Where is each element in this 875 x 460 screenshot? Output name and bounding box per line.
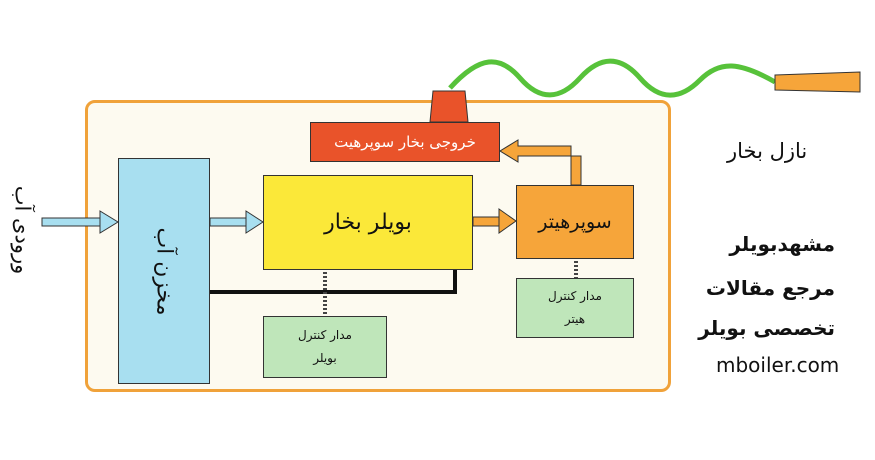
- outlet-cap-icon: [429, 90, 469, 123]
- brand-line-1: مشهدبویلر: [729, 232, 835, 256]
- inlet-arrow: [41, 210, 119, 234]
- water-inlet-label: ورودی آب: [10, 185, 34, 275]
- tank-boiler-return-line: [210, 270, 457, 294]
- super-heater: سوپرهیتر: [516, 185, 634, 259]
- boiler-control-line1: مدار کنترل: [298, 328, 352, 343]
- steam-boiler-label: بویلر بخار: [324, 210, 412, 235]
- brand-line-2: مرجع مقالات: [705, 276, 835, 300]
- steam-hose: [448, 58, 777, 98]
- steam-outlet-label: خروجی بخار سوپرهیت: [334, 133, 476, 151]
- heater-control-line2: هیتر: [564, 312, 586, 326]
- heater-control-line1: مدار کنترل: [548, 289, 602, 304]
- boiler-control-line2: بویلر: [313, 351, 337, 365]
- water-inlet: ورودی آب: [2, 180, 42, 280]
- nozzle-icon: [774, 71, 861, 93]
- steam-outlet: خروجی بخار سوپرهیت: [310, 122, 500, 162]
- boiler-heater-arrow: [472, 208, 517, 234]
- boiler-control-circuit: مدار کنترل بویلر: [263, 316, 387, 378]
- heater-control-circuit: مدار کنترل هیتر: [516, 278, 634, 338]
- tank-boiler-arrow: [209, 210, 264, 234]
- super-heater-label: سوپرهیتر: [538, 211, 612, 233]
- water-tank-label: مخزن آب: [151, 226, 177, 316]
- website-link[interactable]: mboiler.com: [716, 353, 840, 377]
- steam-boiler: بویلر بخار: [263, 175, 473, 270]
- brand-line-3: تخصصی بویلر: [698, 316, 835, 340]
- water-tank: مخزن آب: [118, 158, 210, 384]
- heater-outlet-arrow: [499, 139, 582, 186]
- steam-nozzle-label: نازل بخار: [727, 139, 808, 163]
